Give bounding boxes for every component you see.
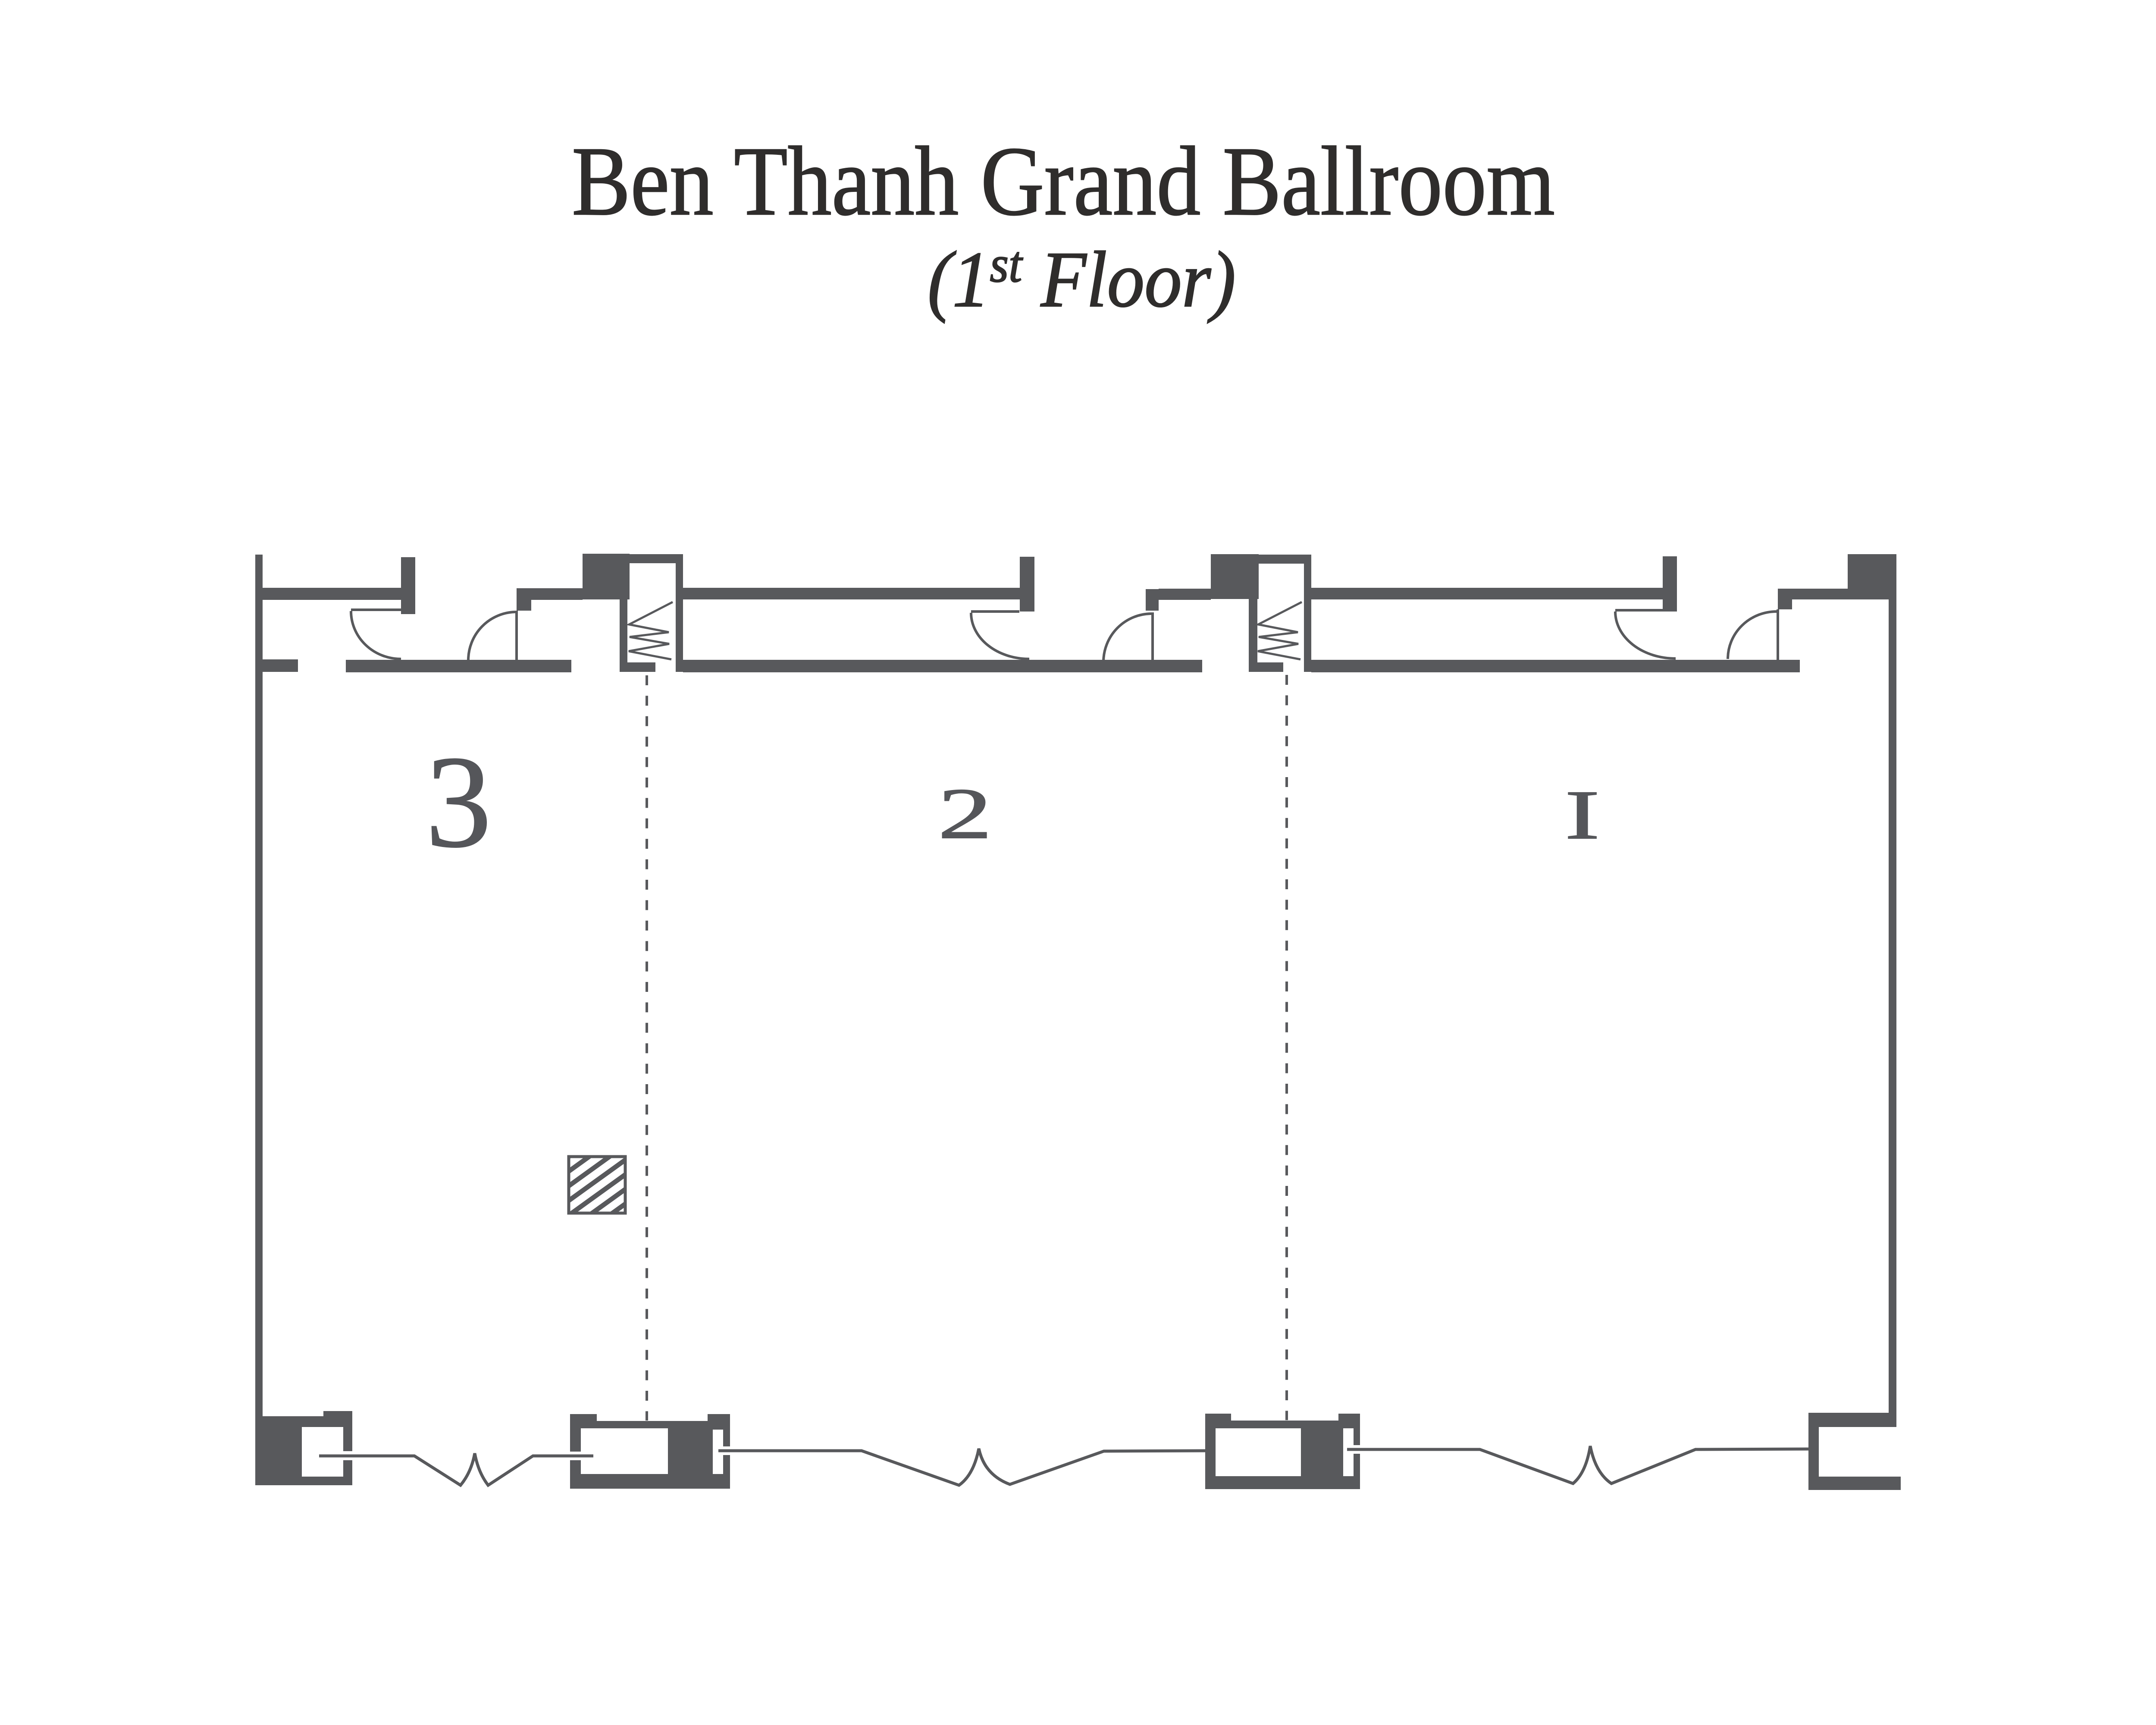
svg-text:2: 2 <box>938 774 992 854</box>
svg-text:3: 3 <box>426 729 492 875</box>
svg-text:I: I <box>1565 777 1600 854</box>
svg-text:Ben Thanh Grand Ballroom: Ben Thanh Grand Ballroom <box>572 126 1555 236</box>
svg-text:(1st Floor): (1st Floor) <box>928 235 1236 324</box>
